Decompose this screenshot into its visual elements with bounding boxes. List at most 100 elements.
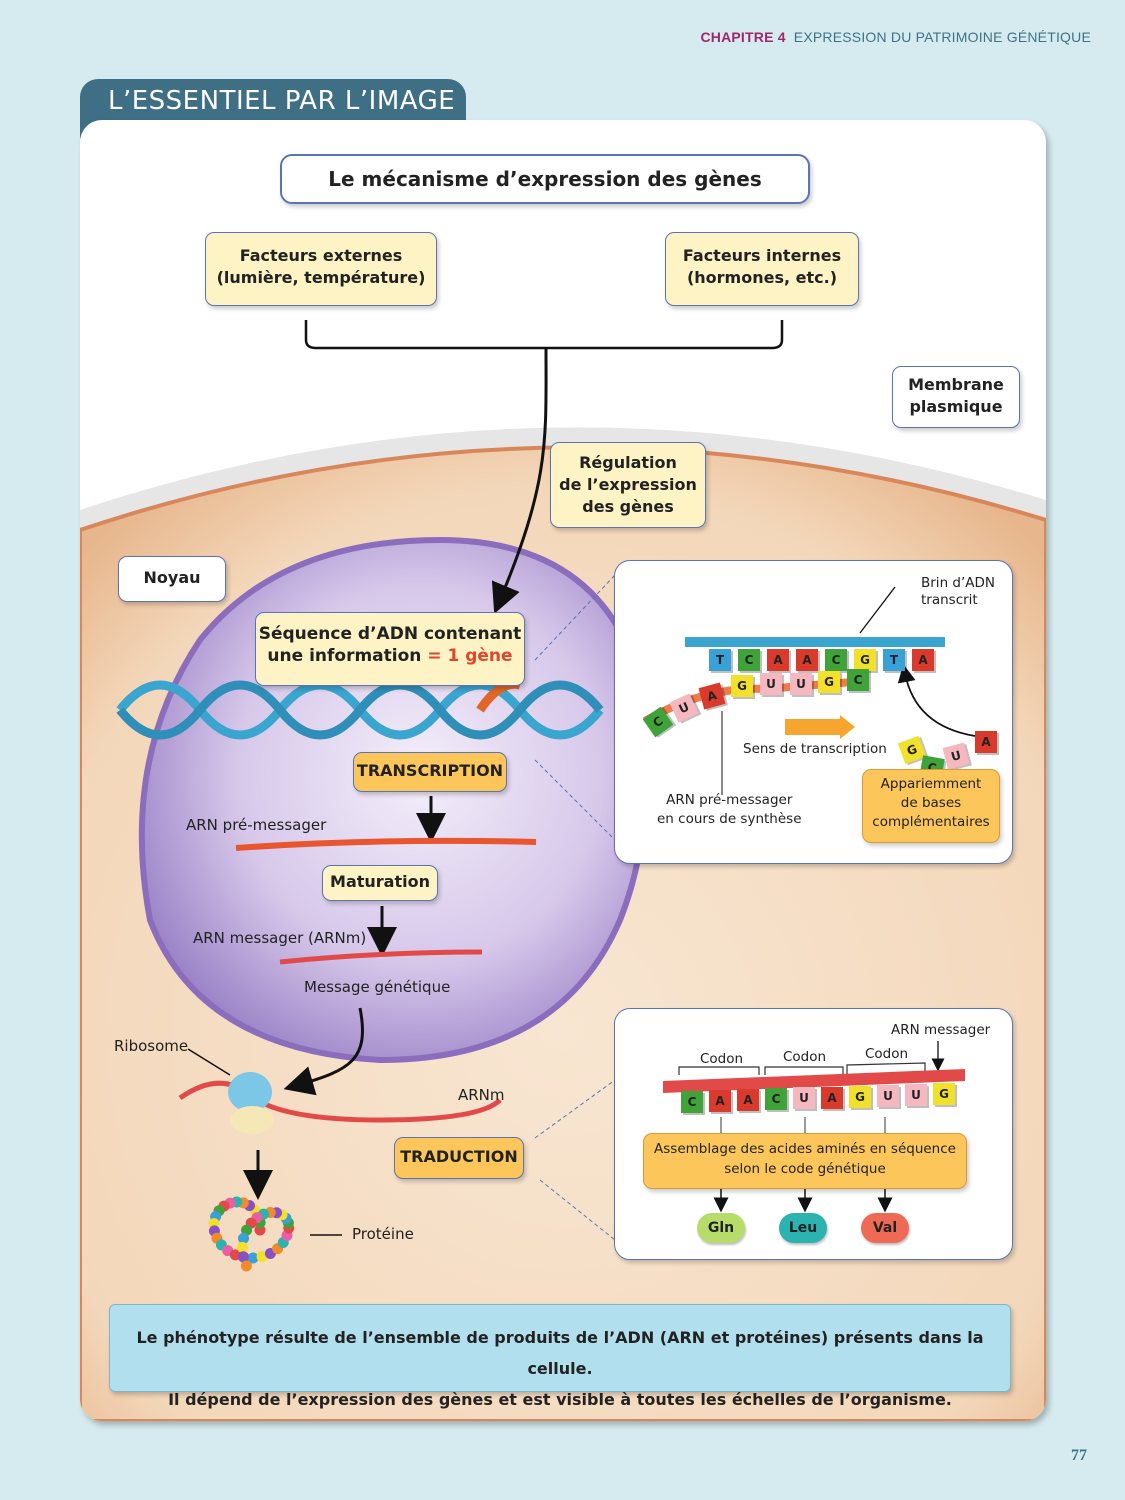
nucleotide-A: A (767, 649, 789, 671)
base-pairing-box: Appariemment de bases complémentaires (862, 769, 1000, 843)
nucleotide-G: G (818, 671, 840, 693)
translation-drawing (663, 1041, 965, 1213)
nucleotide-A: A (975, 731, 997, 753)
pairing-line: de bases (900, 795, 962, 811)
assembly-line: Assemblage des acides aminés en séquence (654, 1141, 956, 1157)
protein-chain (208, 1196, 295, 1272)
nucleotide-C: C (847, 669, 869, 691)
nucleotide-A: A (796, 649, 818, 671)
nucleotide-C: C (738, 649, 760, 671)
assembly-box: Assemblage des acides aminés en séquence… (643, 1133, 967, 1189)
mrna-inset-strand (663, 1069, 965, 1093)
cytoplasm-mrna (178, 1080, 502, 1123)
mrna-inset-label: ARN messager (891, 1022, 991, 1038)
factors-bracket (304, 320, 784, 350)
regulation-line: des gènes (582, 497, 674, 516)
pre-mrna-synthesis-line: ARN pré-messager (666, 792, 793, 808)
ribosome-label: Ribosome (114, 1037, 189, 1055)
translation-label: TRADUCTION (394, 1137, 524, 1179)
nucleotide-U: U (790, 673, 812, 695)
nucleotide-C: C (825, 649, 847, 671)
mrna-label: ARN messager (ARNm) (193, 929, 367, 947)
external-factors-box: Facteurs externes (lumière, température) (205, 232, 437, 306)
regulation-box: Régulation de l’expression des gènes (550, 442, 706, 528)
assembly-line: selon le code génétique (724, 1161, 886, 1177)
nucleotide-G: G (933, 1082, 955, 1105)
amino-acid-bead (240, 1260, 252, 1272)
dna-template-strand (685, 637, 945, 647)
nucleotide-A: A (912, 649, 934, 671)
internal-factors-title: Facteurs internes (682, 246, 842, 265)
nucleotide-U: U (877, 1084, 899, 1107)
regulation-line: Régulation (579, 453, 677, 472)
membrane-label: plasmique (909, 397, 1003, 416)
nucleotide-A: A (821, 1086, 843, 1109)
amino-acid-bead (236, 1241, 248, 1253)
pairing-line: Appariemment (880, 776, 982, 792)
diagram-card: Le mécanisme d’expression des gènes Fact… (80, 120, 1046, 1421)
ribosome-large-subunit (228, 1072, 272, 1112)
summary-line: Le phénotype résulte de l’ensemble de pr… (136, 1328, 984, 1378)
pre-mrna-synthesis-label: ARN pré-messager en cours de synthèse (657, 791, 802, 829)
mrna-short-label: ARNm (458, 1086, 505, 1104)
amino-acid-bead (241, 1224, 253, 1236)
codon-label: Codon (865, 1046, 909, 1062)
diagram-title: Le mécanisme d’expression des gènes (280, 154, 810, 204)
gene-box-line1: Séquence d’ADN contenant (258, 624, 522, 644)
chapter-header: CHAPITRE 4 EXPRESSION DU PATRIMOINE GÉNÉ… (700, 29, 1091, 45)
genetic-message-label: Message génétique (304, 978, 451, 996)
pairing-line: complémentaires (872, 814, 990, 830)
chapter-title: EXPRESSION DU PATRIMOINE GÉNÉTIQUE (793, 29, 1091, 45)
nucleotide-G: G (849, 1085, 871, 1108)
dna-strand-b (116, 680, 604, 740)
nucleotide-U: U (793, 1087, 815, 1110)
external-factors-examples: (lumière, température) (216, 268, 426, 287)
nucleotide-U: U (760, 673, 782, 695)
regulation-arrow (491, 347, 548, 614)
maturation-label: Maturation (322, 865, 438, 901)
chapter-number: CHAPITRE 4 (700, 29, 786, 45)
dna-strand-label: Brin d’ADN transcrit (921, 575, 995, 609)
gene-box-line2: une information (267, 646, 422, 666)
summary-box: Le phénotype résulte de l’ensemble de pr… (109, 1304, 1011, 1409)
page-number: 77 (1071, 1447, 1087, 1464)
ribosome-pointer (187, 1048, 231, 1076)
membrane-label: Membrane (908, 375, 1004, 394)
amino-acid-gln: Gln (697, 1213, 745, 1243)
dna-strand-label-line: Brin d’ADN (921, 575, 995, 591)
nucleotide-G: G (731, 675, 753, 697)
export-arrow (283, 1007, 364, 1096)
nucleotide-C: C (681, 1091, 703, 1113)
section-title: L’ESSENTIEL PAR L’IMAGE (108, 86, 456, 116)
summary-line: Il dépend de l’expression des gènes et e… (168, 1390, 952, 1409)
amino-acid-val: Val (861, 1213, 909, 1243)
nucleotide-U: U (905, 1083, 927, 1106)
amino-acid-bead (247, 1252, 259, 1264)
amino-acid-bead (238, 1232, 250, 1244)
pre-mrna-label: ARN pré-messager (186, 816, 327, 834)
direction-arrow-head (840, 715, 855, 739)
nucleotide-A: A (737, 1089, 759, 1112)
nucleotide-C: C (765, 1088, 787, 1111)
ribosome-small-subunit (230, 1106, 274, 1134)
dna-strand-label-line: transcrit (921, 592, 978, 608)
regulation-line: de l’expression (559, 475, 697, 494)
nucleotide-T: T (709, 649, 731, 671)
nucleotide-A: A (709, 1090, 731, 1113)
pre-mrna-synthesis-line: en cours de synthèse (657, 811, 802, 827)
direction-label: Sens de transcription (743, 741, 887, 757)
transcription-label: TRANSCRIPTION (353, 752, 507, 792)
nucleus-callout: Noyau (118, 556, 226, 602)
protein-label: Protéine (352, 1225, 414, 1243)
membrane-callout: Membrane plasmique (892, 366, 1020, 428)
nucleotide-T: T (883, 649, 905, 671)
external-factors-title: Facteurs externes (239, 246, 403, 265)
amino-acid-leu: Leu (779, 1213, 827, 1243)
nucleotide-G: G (854, 649, 876, 671)
gene-highlight: = 1 gène (427, 646, 513, 666)
gene-box: Séquence d’ADN contenant une information… (255, 612, 525, 686)
mrna-strand (279, 949, 483, 965)
codon-label: Codon (783, 1049, 827, 1065)
